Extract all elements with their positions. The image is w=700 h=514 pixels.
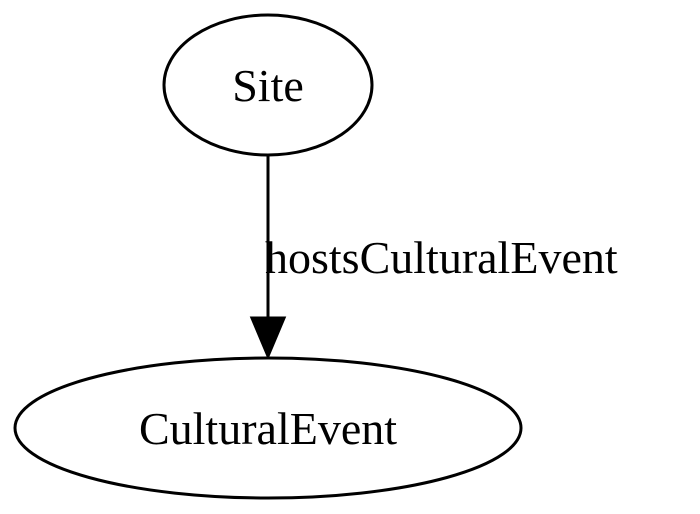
node-site-label: Site (232, 60, 304, 111)
node-site[interactable]: Site (162, 13, 374, 157)
edge-label: hostsCulturalEvent (265, 232, 618, 283)
edge-site-to-cultural-event[interactable]: hostsCulturalEvent (249, 156, 618, 360)
node-site-shape (162, 13, 374, 157)
node-cultural-event-label: CulturalEvent (139, 403, 397, 454)
node-cultural-event[interactable]: CulturalEvent (13, 356, 523, 500)
arrowhead-icon (249, 316, 287, 360)
node-cultural-event-shape (13, 356, 523, 500)
